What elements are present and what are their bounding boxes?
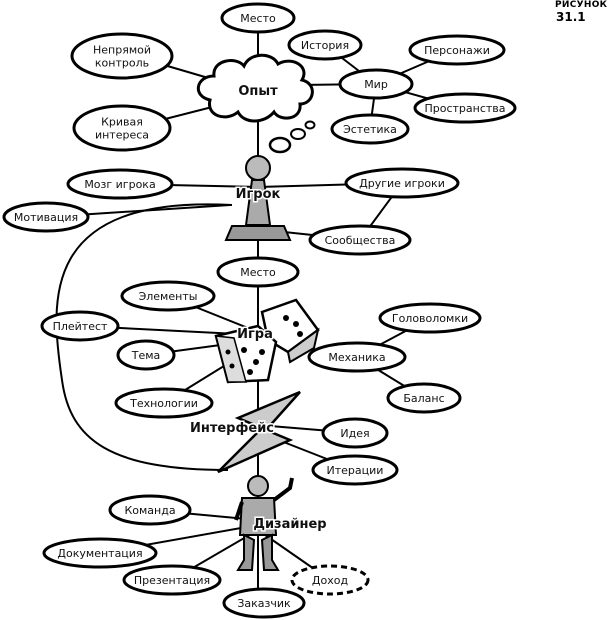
hub-game: Игра [237, 327, 273, 342]
node-ellipse [378, 302, 482, 334]
node-puzzles: Головоломки [378, 302, 482, 334]
node-elements: Элементы [120, 280, 216, 312]
node-client: Заказчик [222, 587, 306, 619]
dice-icon [214, 298, 320, 384]
node-label: Заказчик [237, 597, 291, 610]
node-ellipse [386, 382, 462, 414]
node-ellipse [2, 201, 90, 233]
node-label: История [301, 39, 349, 52]
node-ellipse [338, 68, 414, 100]
node-ellipse [307, 341, 407, 373]
node-label: Баланс [403, 392, 444, 405]
node-label: Эстетика [343, 123, 397, 136]
node-aesthetics: Эстетика [330, 113, 410, 145]
node-place-top: Место [220, 2, 296, 34]
node-technology: Технологии [114, 387, 214, 419]
node-ellipse [40, 310, 120, 342]
node-label: Документация [57, 547, 142, 560]
node-ellipse [321, 417, 389, 449]
hub-interface: Интерфейс [190, 421, 274, 436]
node-ellipse [220, 2, 296, 34]
node-presentation: Презентация [122, 564, 222, 596]
node-ellipse [122, 564, 222, 596]
node-motivation: Мотивация [2, 201, 90, 233]
node-ellipse [216, 256, 300, 288]
node-ellipse [42, 537, 158, 569]
node-label: Доход [312, 574, 349, 587]
node-label: Механика [328, 351, 385, 364]
node-label: Персонажи [424, 44, 490, 57]
node-ellipse [330, 113, 410, 145]
node-iterations: Итерации [311, 454, 399, 486]
hub-player: Игрок [236, 187, 281, 202]
node-communities: Сообщества [308, 224, 412, 256]
lightning-icon [217, 390, 301, 474]
designer-figure-icon [234, 475, 294, 571]
node-idea: Идея [321, 417, 389, 449]
node-ellipse [413, 92, 517, 124]
node-theme: Тема [116, 339, 176, 371]
node-label: Мотивация [14, 211, 78, 224]
node-label: Презентация [134, 574, 210, 587]
pawn-icon [224, 155, 292, 241]
node-ellipse [287, 29, 363, 61]
node-label: Плейтест [53, 320, 108, 333]
node-other-players: Другие игроки [344, 167, 460, 199]
node-ellipse [108, 494, 192, 526]
node-label: Другие игроки [359, 177, 445, 190]
node-playtest: Плейтест [40, 310, 120, 342]
node-ellipse [114, 387, 214, 419]
hub-designer: Дизайнер [253, 517, 326, 532]
node-ellipse [308, 224, 412, 256]
node-documentation: Документация [42, 537, 158, 569]
node-ellipse [72, 104, 172, 152]
hub-experience: Опыт [238, 84, 278, 99]
node-ellipse [222, 587, 306, 619]
node-label: Мозг игрока [84, 178, 155, 191]
node-ellipse [116, 339, 176, 371]
node-label: Сообщества [325, 234, 396, 247]
node-label: Место [240, 266, 276, 279]
node-label: Пространства [424, 102, 505, 115]
node-characters: Персонажи [408, 34, 506, 66]
node-label: Команда [124, 504, 175, 517]
node-label: Головоломки [392, 312, 468, 325]
node-team: Команда [108, 494, 192, 526]
node-ellipse [70, 32, 174, 80]
node-label: Место [240, 12, 276, 25]
node-label: Технологии [129, 397, 198, 410]
node-ellipse [290, 564, 370, 596]
node-balance: Баланс [386, 382, 462, 414]
node-label: Элементы [139, 290, 198, 303]
node-label: Идея [340, 427, 369, 440]
node-spaces: Пространства [413, 92, 517, 124]
node-ellipse [344, 167, 460, 199]
node-ellipse [408, 34, 506, 66]
node-place-game: Место [216, 256, 300, 288]
node-label: Итерации [327, 464, 384, 477]
node-label: Тема [131, 349, 161, 362]
node-label: Мир [364, 78, 388, 91]
figure-number: 31.1 [556, 10, 586, 24]
node-ellipse [311, 454, 399, 486]
node-story: История [287, 29, 363, 61]
figure-label: РИСУНОК [555, 0, 608, 10]
node-player-mind: Мозг игрока [66, 168, 174, 200]
node-ellipse [120, 280, 216, 312]
node-profit: Доход [290, 564, 370, 596]
node-ellipse [66, 168, 174, 200]
cloud-icon [197, 53, 316, 154]
node-world: Мир [338, 68, 414, 100]
node-mechanics: Механика [307, 341, 407, 373]
